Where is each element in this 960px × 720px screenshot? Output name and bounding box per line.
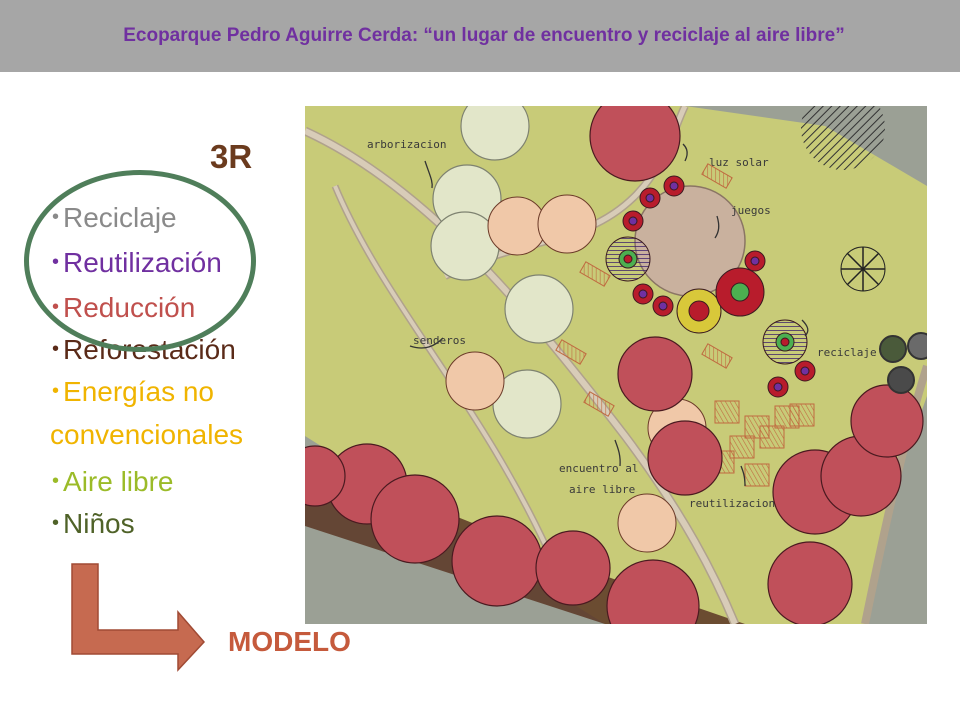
label-arborizacion: arborizacion [367,138,446,151]
header-bar: Ecoparque Pedro Aguirre Cerda: “un lugar… [0,0,960,72]
list-item-energias: •Energías no [52,370,214,413]
hatched-feature [801,106,885,170]
heading-3r: 3R [210,138,253,175]
list-item-ninos: •Niños [52,502,135,545]
slide-title: Ecoparque Pedro Aguirre Cerda: “un lugar… [123,25,845,46]
play-elements [605,175,816,398]
annotation-arrows [409,143,809,487]
dark-tree [840,246,886,292]
l-arrow-icon [68,560,208,672]
site-plan: arborizacion luz solar juegos senderos r… [305,106,927,624]
bench-group [555,163,815,487]
red-trees [305,106,924,624]
peach-trees [445,194,707,553]
pale-trees [430,106,574,439]
list-item-label: convencionales [50,419,244,450]
list-item-label: Niños [63,508,135,539]
bullet-dot: • [52,470,60,492]
label-reciclaje: reciclaje [817,346,877,359]
list-item-label: Energías no [63,376,215,407]
label-encuentro-1: encuentro al [559,462,638,475]
list-item-energias-cont: convencionales [50,414,243,456]
list-item-label: Aire libre [63,466,174,497]
label-juegos: juegos [731,204,771,217]
bullet-dot: • [52,338,60,360]
site-plan-drawing: arborizacion luz solar juegos senderos r… [305,106,927,624]
bullet-dot: • [52,512,60,534]
bullet-dot: • [52,380,60,402]
path-tertiary-inner [333,185,557,567]
label-senderos: senderos [413,334,466,347]
label-luz-solar: luz solar [709,156,769,169]
label-reutilizacion: reutilizacion [689,497,775,510]
modelo-label: MODELO [228,626,351,657]
list-item-aire-libre: •Aire libre [52,460,174,503]
label-encuentro-2: aire libre [569,483,635,496]
three-r-highlight-ellipse [24,170,256,352]
recycling-bins [879,332,927,394]
